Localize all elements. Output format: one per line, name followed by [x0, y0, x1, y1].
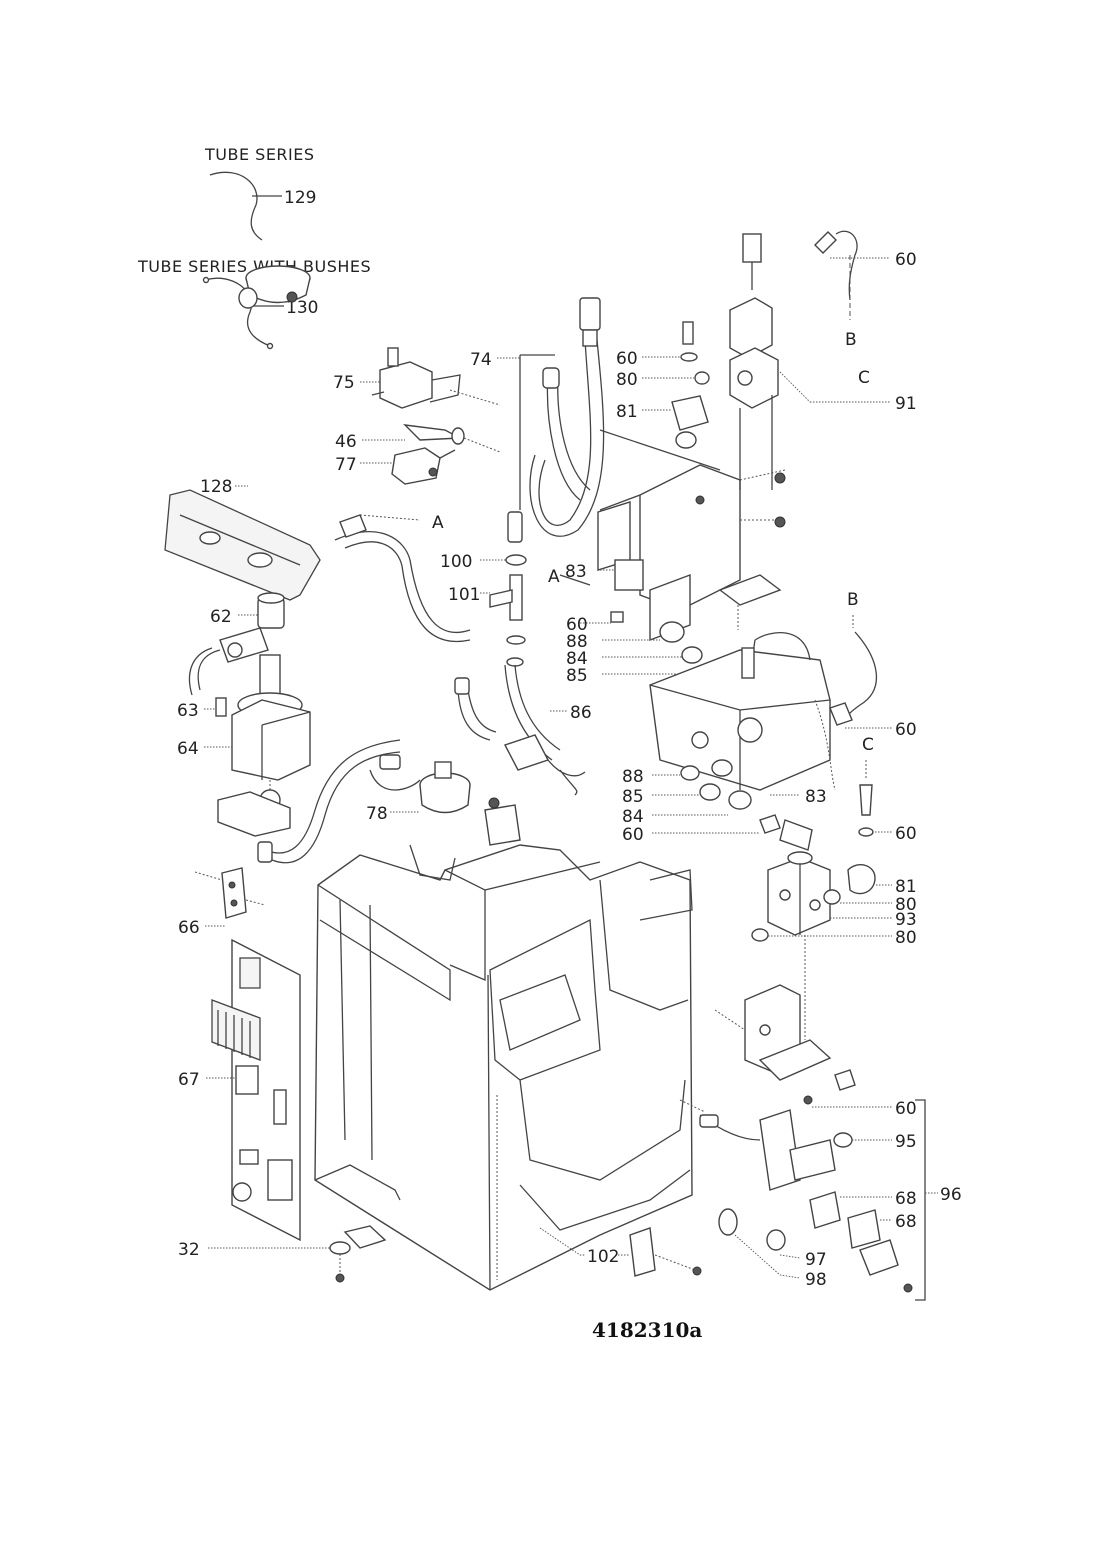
part-label-102: 102 [587, 1247, 619, 1267]
part-label-83-b: 83 [805, 787, 827, 807]
connector-A-mid: A [548, 567, 560, 587]
part-93-valve-body: 81 80 93 80 [751, 851, 917, 1040]
part-label-81-a: 81 [616, 402, 638, 422]
part-label-93: 93 [895, 910, 917, 930]
part-74-hose-bracket: 74 [470, 350, 555, 510]
part-label-84-b: 84 [622, 807, 644, 827]
part-label-97: 97 [805, 1250, 827, 1270]
part-66-bracket: 66 [178, 867, 266, 938]
part-label-100: 100 [440, 552, 472, 572]
part-label-128: 128 [200, 477, 232, 497]
part-label-88-a: 88 [566, 632, 588, 652]
fitting-cluster-top: 60 80 81 [616, 321, 710, 449]
lower-right-bracket [714, 984, 856, 1091]
part-label-101: 101 [448, 585, 480, 605]
tube-series-legend: TUBE SERIES 129 [204, 145, 316, 241]
part-label-32: 32 [178, 1240, 200, 1260]
part-96-group: 96 60 95 68 68 97 98 [679, 1095, 962, 1301]
connector-B-right: B [847, 590, 859, 610]
connector-C-top: C [858, 368, 870, 388]
part-label-129: 129 [284, 188, 316, 208]
part-label-68-b: 68 [895, 1212, 917, 1232]
part-label-60-c: 60 [895, 720, 917, 740]
part-label-46: 46 [335, 432, 357, 452]
part-label-80-c: 80 [895, 928, 917, 948]
connector-C-right-line: C 60 [779, 735, 917, 851]
tube-series-with-bushes-legend: TUBE SERIES WITH BUSHES 130 [137, 257, 371, 350]
part-label-96: 96 [940, 1185, 962, 1205]
part-label-64: 64 [177, 739, 199, 759]
part-label-84-a: 84 [566, 649, 588, 669]
machine-frame [314, 844, 693, 1291]
connector-C-right: C [862, 735, 874, 755]
part-67-pcb: 67 [178, 938, 301, 1242]
part-86-hose: 86 [369, 677, 592, 796]
part-91-solenoid: 91 [718, 233, 917, 630]
frame-mount-bracket [484, 797, 521, 846]
part-102-clip: 102 [539, 1227, 702, 1277]
part-100-101-tee: 100 101 [440, 511, 561, 761]
fitting-cluster-upper: A 83 60 88 84 85 [548, 559, 714, 686]
long-hose-left [257, 739, 401, 864]
part-32-foot: 32 [178, 1225, 387, 1283]
part-label-62: 62 [210, 607, 232, 627]
connector-B-right-line: B 60 [829, 590, 917, 740]
part-75-valve: 75 [333, 347, 501, 409]
part-label-66: 66 [178, 918, 200, 938]
part-label-130: 130 [286, 298, 318, 318]
part-label-60-top: 60 [895, 250, 917, 270]
part-77-valve: 77 [335, 447, 456, 485]
drawing-number: 4182310a [592, 1318, 702, 1342]
connector-A-left: A [432, 513, 444, 533]
upper-bracket-plate [597, 429, 786, 642]
tube-series-caption: TUBE SERIES [204, 145, 315, 164]
part-label-75: 75 [333, 373, 355, 393]
part-label-85-a: 85 [566, 666, 588, 686]
part-128-cap: 128 [200, 265, 311, 497]
fitting-cluster-lower: 88 85 83 84 60 [622, 765, 827, 845]
part-label-60-e: 60 [895, 824, 917, 844]
boiler-hoses [529, 297, 605, 537]
drip-base-plate [164, 489, 321, 601]
hose-a-line: A [334, 513, 471, 642]
part-label-68-a: 68 [895, 1189, 917, 1209]
part-label-86: 86 [570, 703, 592, 723]
part-60-top: 60 B C [814, 230, 917, 388]
part-62-fitting: 62 [188, 592, 285, 696]
part-label-85-b: 85 [622, 787, 644, 807]
tube-series-with-bushes-caption: TUBE SERIES WITH BUSHES [137, 257, 371, 276]
part-46-clip: 46 [335, 424, 501, 453]
part-78-switch: 78 [366, 761, 471, 824]
part-label-67: 67 [178, 1070, 200, 1090]
part-label-98: 98 [805, 1270, 827, 1290]
part-label-60-a: 60 [616, 349, 638, 369]
part-label-74: 74 [470, 350, 492, 370]
part-label-77: 77 [335, 455, 357, 475]
part-63-fuse: 63 [177, 697, 227, 721]
part-label-60-b: 60 [566, 615, 588, 635]
part-label-80-a: 80 [616, 370, 638, 390]
part-label-80-b: 80 [895, 895, 917, 915]
part-label-81-b: 81 [895, 877, 917, 897]
part-label-88-b: 88 [622, 767, 644, 787]
heater-block [649, 631, 836, 791]
part-label-91: 91 [895, 394, 917, 414]
part-label-78: 78 [366, 804, 388, 824]
part-label-83-a: 83 [565, 562, 587, 582]
part-label-95: 95 [895, 1132, 917, 1152]
part-label-63: 63 [177, 701, 199, 721]
part-64-pump: 64 [177, 654, 311, 837]
part-label-60-d: 60 [622, 825, 644, 845]
part-label-60-f: 60 [895, 1099, 917, 1119]
connector-B-top: B [845, 330, 857, 350]
